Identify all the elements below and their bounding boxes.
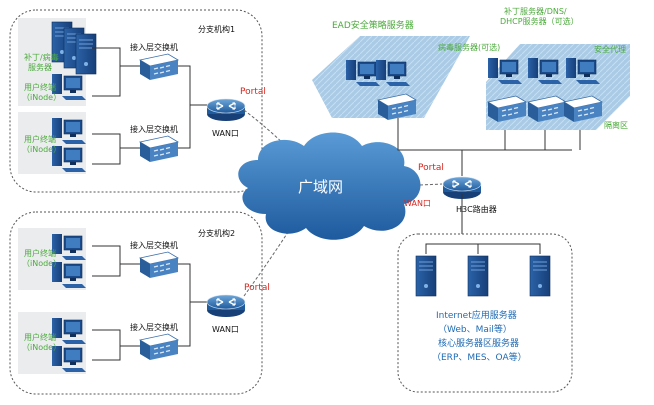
ead-zone — [312, 36, 470, 118]
branch-2-access-switch-label: 接入层交换机 — [130, 240, 178, 250]
wan-cloud-label: 广域网 — [298, 178, 343, 196]
branch-2-user-terminal-label: 用户终端 — [24, 248, 56, 258]
branch-2-access-switch-icon — [139, 251, 179, 279]
branch-2-link — [92, 245, 212, 361]
branch-1-boundary — [9, 9, 263, 193]
branch-2-portal-label: Portal — [244, 283, 270, 293]
server-zone-link — [425, 243, 541, 254]
branch-1-title: 分支机构1 — [198, 24, 235, 34]
branch-2-user-terminal-label: 用户终端 — [24, 332, 56, 342]
hq-router-label: H3C路由器 — [456, 204, 497, 214]
branch-1-wan-label: WAN口 — [212, 129, 239, 138]
branch-1-access-switch-label: 接入层交换机 — [130, 124, 178, 134]
branch-2-router-icon — [206, 294, 246, 318]
app-server-icon — [529, 255, 551, 297]
branch-1-portal-label: Portal — [240, 87, 266, 97]
server-zone-label: （ERP、MES、OA等） — [432, 351, 527, 363]
server-zone-label: Internet应用服务器 — [436, 309, 517, 321]
branch-1-patch-server-label: 补丁/病毒 — [24, 52, 59, 62]
branch-2-access-switch-icon — [139, 333, 179, 361]
branch-1-access-switch-icon — [139, 53, 179, 81]
wan-cloud — [238, 132, 421, 240]
branch-2-access-switch-label: 接入层交换机 — [130, 322, 178, 332]
server-zone-label: 核心服务器区服务器 — [438, 337, 519, 349]
hq-wan-label: WAN口 — [404, 199, 431, 208]
branch-1-patch-server-label: 服务器 — [28, 62, 52, 72]
branch-2-wan-label: WAN口 — [212, 325, 239, 334]
app-server-icon — [467, 255, 489, 297]
isolation-zone-label: 隔离区 — [604, 120, 628, 130]
branch-2-boundary — [9, 211, 263, 395]
hq-portal-label: Portal — [418, 163, 444, 173]
patch-dns-label: DHCP服务器（可选） — [500, 16, 579, 26]
branch-2-user-terminal-label: （iNode） — [22, 343, 61, 352]
branch-1-user-terminal-label: （iNode） — [22, 93, 61, 102]
branch-1-access-switch-label: 接入层交换机 — [130, 42, 178, 52]
branch-1-access-switch-icon — [139, 135, 179, 163]
ead-server-label: EAD安全策略服务器 — [332, 19, 414, 31]
core-server-zone — [397, 233, 573, 393]
app-server-icon — [415, 255, 437, 297]
branch-2-title: 分支机构2 — [198, 228, 235, 238]
branch-1-router-icon — [206, 98, 246, 122]
branch-1-link — [92, 47, 212, 165]
branch-2-user-terminal-label: （iNode） — [22, 259, 61, 268]
patch-dns-label: 补丁服务器/DNS/ — [504, 6, 567, 16]
virus-server-label: 病毒服务器(可选) — [438, 42, 500, 52]
security-agent-label: 安全代理 — [594, 44, 626, 54]
server-zone-label: （Web、Mail等） — [438, 323, 512, 335]
branch-1-user-terminal-label: 用户终端 — [24, 82, 56, 92]
branch-1-user-terminal-label: （iNode） — [22, 145, 61, 154]
hq-link — [397, 116, 581, 234]
branch-1-user-terminal-label: 用户终端 — [24, 134, 56, 144]
